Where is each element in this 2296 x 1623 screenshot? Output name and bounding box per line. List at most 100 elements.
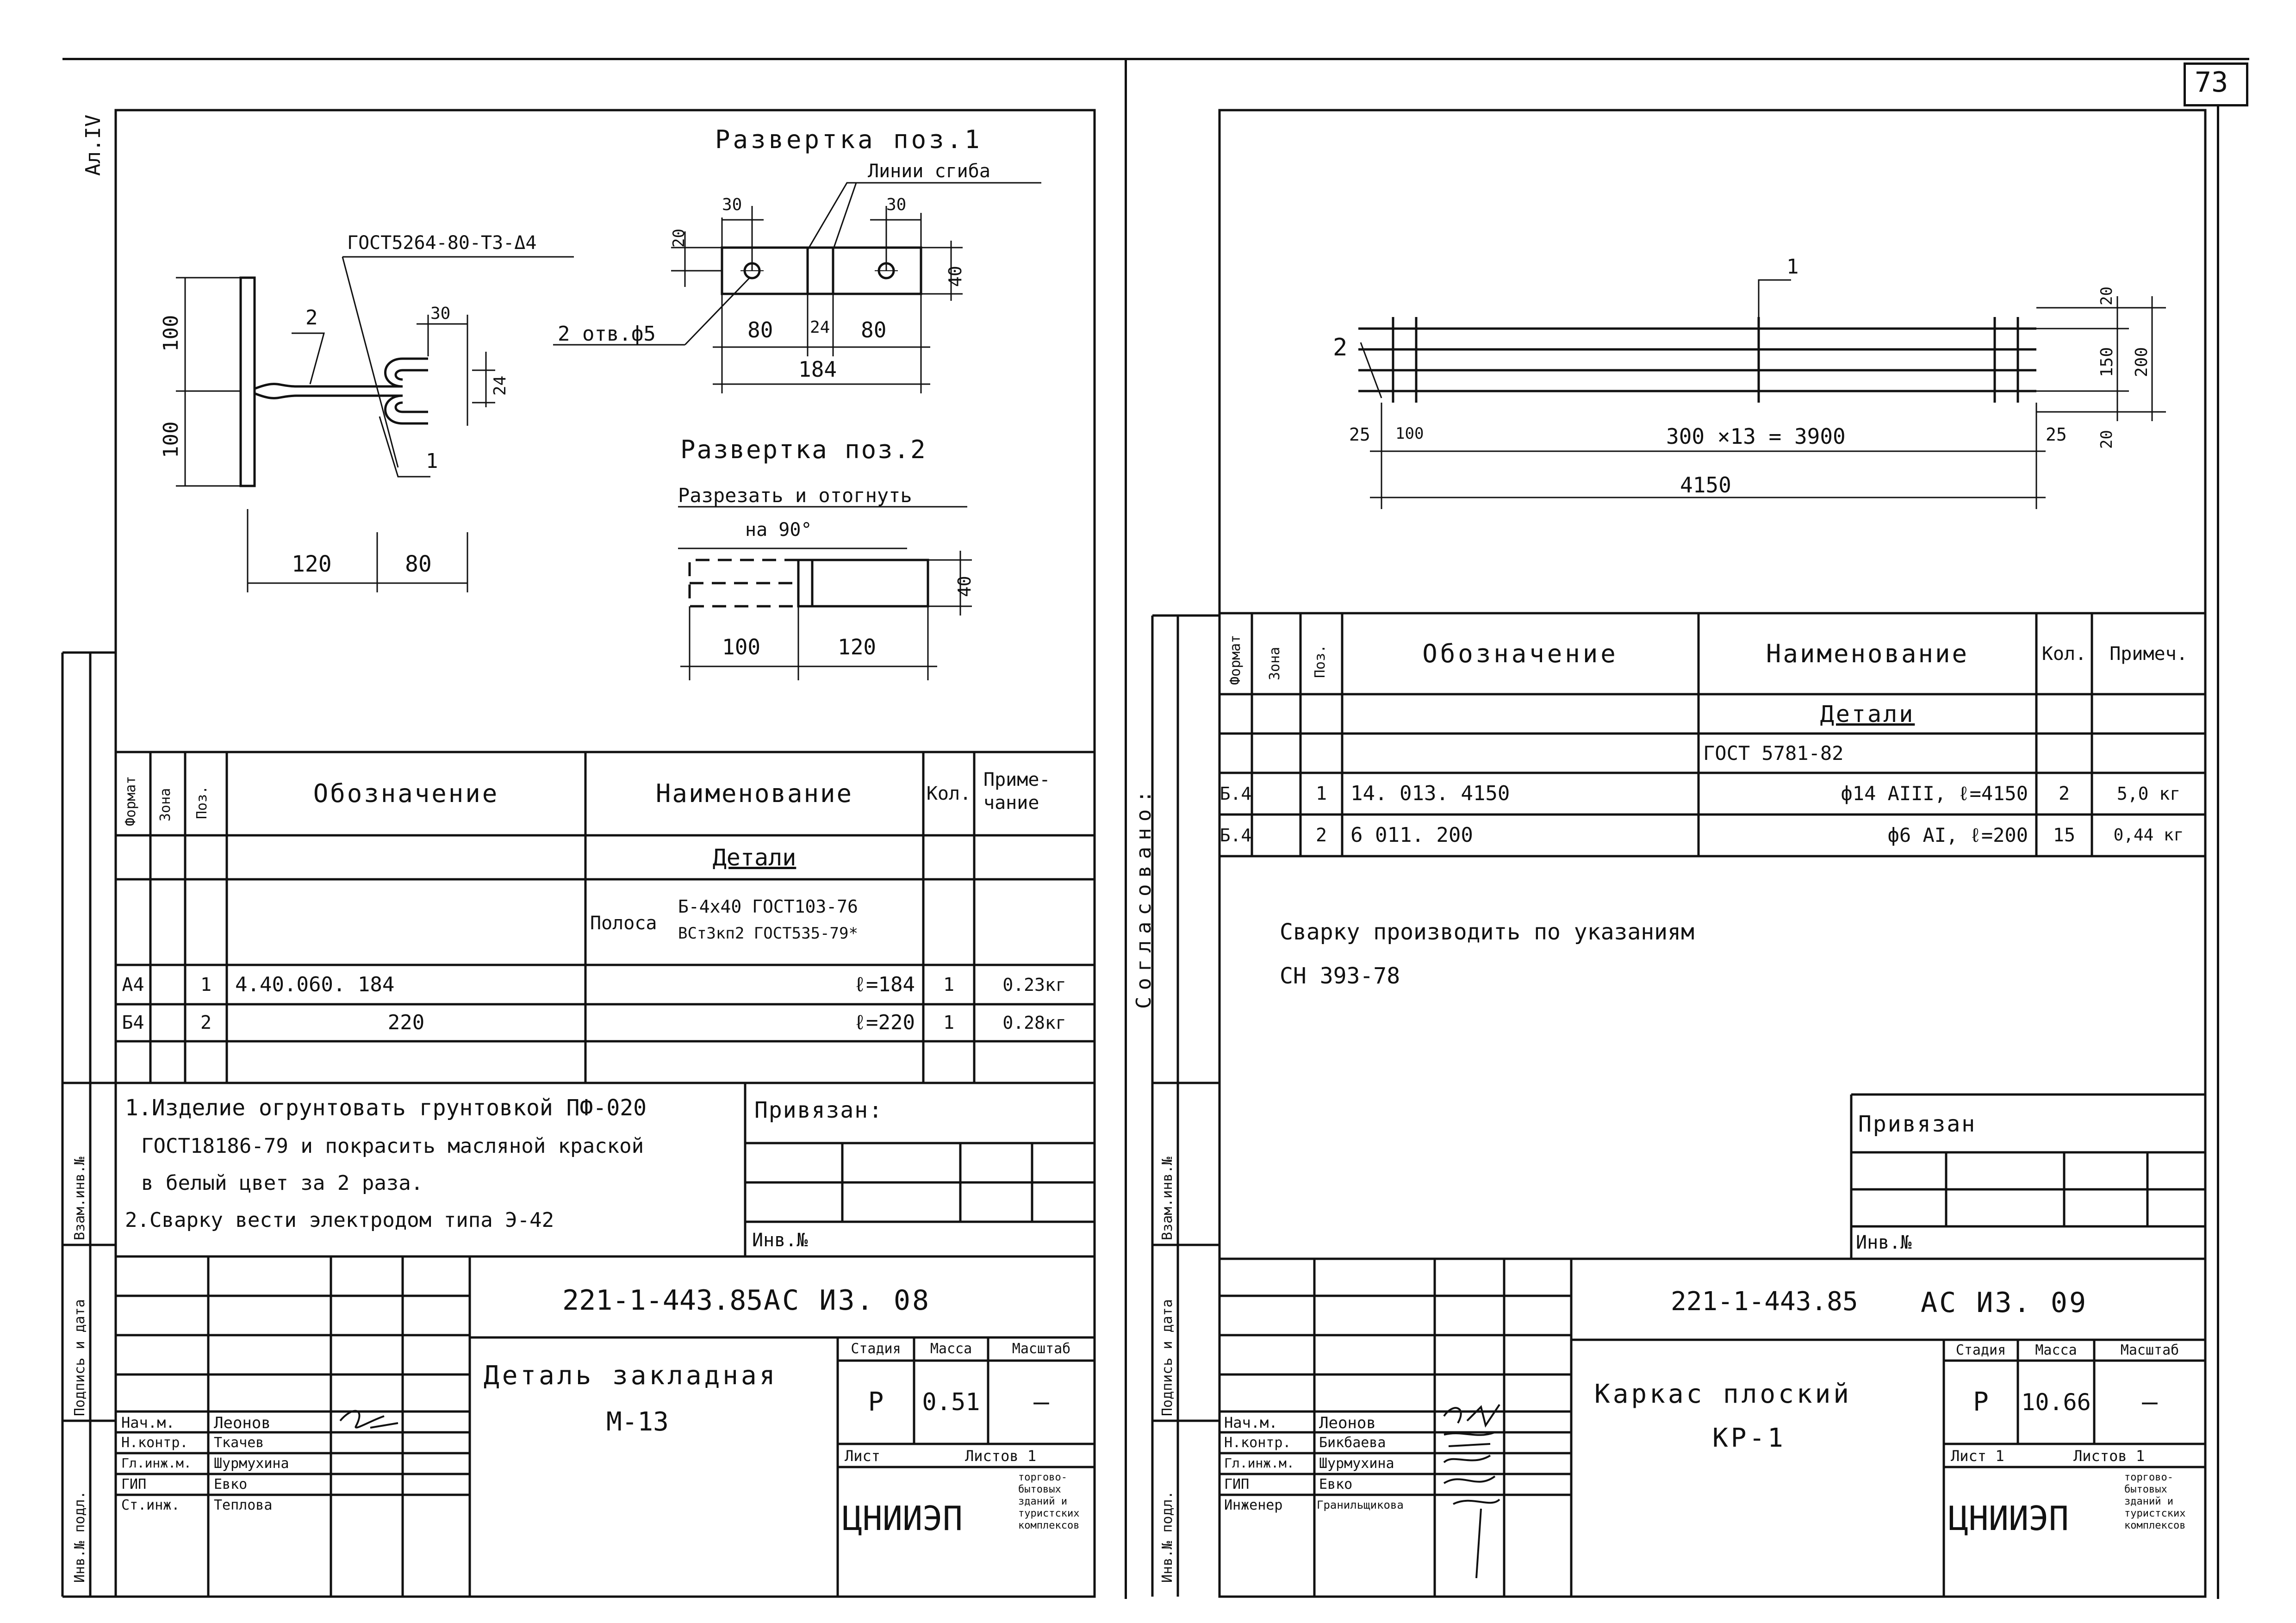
gost-weld-label: ГОСТ5264-80-Т3-Δ4 xyxy=(347,232,537,254)
frame-dim-200: 200 xyxy=(2132,347,2151,377)
sheet2-stage-label: Стадия xyxy=(1955,1342,2006,1358)
razv2-dim-100: 100 xyxy=(722,634,761,659)
frame-dim-150: 150 xyxy=(2097,347,2116,377)
sheet2-role-3: Гл.инж.м. xyxy=(1224,1455,1294,1471)
drawing1-pos1: 1 xyxy=(426,449,438,473)
razv1-dim-184: 184 xyxy=(798,357,837,382)
spec2-row1-format: Б.4 xyxy=(1220,784,1252,804)
frame-dim-20-top: 20 xyxy=(2097,286,2116,305)
razv1-dim-80b: 80 xyxy=(861,317,887,342)
sheet1-sheet-code: АС ИЗ. 08 xyxy=(764,1284,931,1317)
spec2-row2-designation: 6 011. 200 xyxy=(1350,823,1473,847)
spec2-row2-qty: 15 xyxy=(2053,825,2076,846)
drawing1-pos2: 2 xyxy=(305,306,318,330)
sheet2-title-line1: Каркас плоский xyxy=(1594,1379,1852,1409)
sheet2-role-2: Н.контр. xyxy=(1224,1435,1291,1451)
sheet1-inv-no: Инв.№ xyxy=(752,1230,808,1251)
spec2-row2-name: ф6 АI, ℓ=200 xyxy=(1887,824,2028,846)
page-number: 73 xyxy=(2195,66,2228,99)
spec2-h-designation: Обозначение xyxy=(1422,639,1618,668)
dim-120: 120 xyxy=(292,551,332,577)
spec1-strip-line1: Б-4х40 ГОСТ103-76 xyxy=(678,896,858,917)
frame-dim-20-bot: 20 xyxy=(2097,430,2116,449)
sheet1-role-2: Н.контр. xyxy=(121,1435,188,1451)
spec2-row1-pos: 1 xyxy=(1315,783,1327,804)
razvertka-2-title: Развертка поз.2 xyxy=(680,435,927,464)
sheet1-person-1: Леонов xyxy=(214,1414,271,1432)
spec2-row1-name: ф14 АIII, ℓ=4150 xyxy=(1841,782,2028,805)
spec2-h-zone: Зона xyxy=(1267,647,1283,680)
sheet1-title-line2: М-13 xyxy=(606,1407,669,1437)
dim-80: 80 xyxy=(405,551,432,577)
spec2-h-name: Наименование xyxy=(1766,639,1969,668)
frame-dim-25-right: 25 xyxy=(2046,424,2067,445)
sheet1-note-2: ГОСТ18186-79 и покрасить масляной краско… xyxy=(141,1134,644,1158)
spec1-h-name: Наименование xyxy=(655,779,853,808)
spec1-h-qty: Кол. xyxy=(926,783,971,804)
holes-label: 2 отв.ф5 xyxy=(558,322,656,346)
sheet-1: Ал.IV Инв.№ подл. Подпись и дата Взам.ин… xyxy=(0,0,1125,1623)
sheet1-role-3: Гл.инж.м. xyxy=(121,1455,192,1471)
right-edge-line xyxy=(2217,106,2219,1599)
spec2-h-note: Примеч. xyxy=(2109,643,2188,665)
spec1-row2-format: Б4 xyxy=(122,1012,144,1033)
sheet1-mass-label: Масса xyxy=(930,1341,972,1357)
frame-dim-4150: 4150 xyxy=(1680,473,1731,497)
sheet2-org: ЦНИИЭП xyxy=(1948,1499,2069,1538)
sheet1-role-4: ГИП xyxy=(121,1476,147,1492)
spec2-row2-format: Б.4 xyxy=(1220,825,1252,846)
sheet2-mass: 10.66 xyxy=(2021,1389,2091,1416)
spec2-h-format: Формат xyxy=(1227,634,1244,685)
sheet2-org-sub: торгово- бытовых зданий и туристских ком… xyxy=(2124,1472,2186,1531)
sheet1-doc-code: 221-1-443.85 xyxy=(562,1284,763,1317)
sheet2-doc-code: 221-1-443.85 xyxy=(1671,1287,1858,1317)
spec1-row1-designation: 4.40.060. 184 xyxy=(235,972,395,996)
sheet2-scale-label: Масштаб xyxy=(2120,1342,2179,1358)
sheet1-org-sub: торгово- бытовых зданий и туристских ком… xyxy=(1018,1472,1080,1531)
spec1-strip-label: Полоса xyxy=(590,913,657,934)
spec1-section-details: Детали xyxy=(712,844,796,871)
spec2-row2-note: 0,44 кг xyxy=(2113,826,2184,845)
sheet2-person-2: Бикбаева xyxy=(1319,1435,1386,1451)
razv1-dim-80a: 80 xyxy=(747,317,773,342)
sheet1-stage-label: Стадия xyxy=(851,1341,901,1357)
sheet1-role-5: Ст.инж. xyxy=(121,1497,180,1513)
spec2-gost: ГОСТ 5781-82 xyxy=(1703,741,1844,765)
sheet2-role-5: Инженер xyxy=(1224,1497,1283,1513)
dim-30: 30 xyxy=(430,304,451,323)
spec2-section-details: Детали xyxy=(1820,700,1915,728)
sheet1-title-line1: Деталь закладная xyxy=(484,1361,778,1391)
frame-dim-100: 100 xyxy=(1395,424,1424,443)
spec1-row1-note: 0.23кг xyxy=(1002,974,1066,995)
sheet2-stage: Р xyxy=(1973,1387,1989,1417)
sheet1-mass: 0.51 xyxy=(922,1388,980,1416)
spec1-h-designation: Обозначение xyxy=(313,779,499,808)
frame-pos1: 1 xyxy=(1786,255,1799,279)
spec1-h-note-1: Приме- xyxy=(983,769,1051,790)
fold-lines-label: Линии сгиба xyxy=(868,161,990,182)
razv2-dim-120: 120 xyxy=(838,634,877,659)
sheet1-sheet-label: Лист xyxy=(845,1447,881,1465)
spec1-row1-pos: 1 xyxy=(200,974,212,995)
sheet2-role-1: Нач.м. xyxy=(1224,1414,1278,1431)
spec1-strip-line2: ВСт3кп2 ГОСТ535-79* xyxy=(678,924,858,943)
sheet2-person-5: Гранильщикова xyxy=(1317,1499,1404,1511)
sheet1-person-2: Ткачев xyxy=(214,1435,264,1451)
page-number-box xyxy=(2184,62,2248,106)
sheet1-signature xyxy=(339,1410,398,1429)
sheet1-note-3: в белый цвет за 2 раза. xyxy=(141,1171,423,1195)
spec1-row2-qty: 1 xyxy=(943,1012,955,1033)
sheet2-person-4: Евко xyxy=(1319,1476,1353,1492)
sheet2-role-4: ГИП xyxy=(1224,1476,1250,1492)
sheet-divider xyxy=(1125,58,1127,1599)
spec1-row2-name: ℓ=220 xyxy=(853,1011,915,1034)
sheet-1-lines xyxy=(61,109,1096,1598)
spec1-row1-format: А4 xyxy=(122,974,144,995)
spec1-row1-qty: 1 xyxy=(943,974,955,995)
spec2-row1-note: 5,0 кг xyxy=(2116,784,2181,804)
spec2-row1-qty: 2 xyxy=(2058,783,2070,804)
sheet2-scale: — xyxy=(2142,1387,2158,1417)
razv1-dim-30b: 30 xyxy=(886,195,907,214)
sheet2-privyazan: Привязан xyxy=(1858,1111,1977,1137)
